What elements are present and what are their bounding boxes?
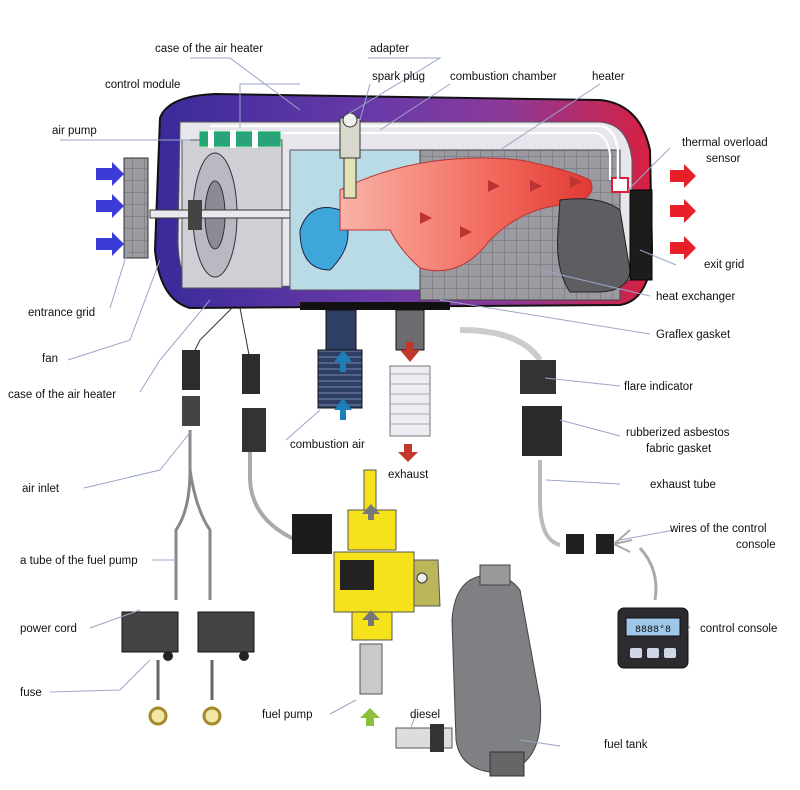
label-case-of-air-heater-top: case of the air heater [155,43,263,55]
connector-block [292,514,332,554]
label-thermal-overload-1: thermal overload [682,137,768,149]
exit-arrows [670,164,696,260]
right-cables [459,327,658,601]
label-case-of-air-heater-bottom: case of the air heater [8,389,116,401]
label-power-cord: power cord [20,623,77,635]
fan [149,152,331,278]
thermal-sensor [611,177,629,193]
left-cables [174,307,297,600]
label-spark-plug: spark plug [372,71,425,83]
internal-flow-arrows [420,176,582,238]
exhaust-bellows [389,309,431,462]
heater-pipe [210,124,620,180]
label-rubberized-asbestos-1: rubberized asbestos [626,427,730,439]
label-adapter: adapter [370,43,409,55]
label-wires-of-control-2: console [736,539,776,551]
label-fuse: fuse [20,687,42,699]
control-console: 8888°8 [617,607,689,669]
label-exhaust: exhaust [388,469,429,481]
label-exit-grid: exit grid [704,259,744,271]
fuel-tank [451,564,542,777]
label-fan: fan [42,353,58,365]
label-air-inlet: air inlet [22,483,60,495]
exit-grid [629,189,653,281]
labels: case of the air heater adapter control m… [8,43,777,751]
label-graflex-gasket: Graflex gasket [656,329,731,341]
intake-arrows [96,162,124,256]
label-entrance-grid: entrance grid [28,307,95,319]
fuses [121,611,255,726]
label-air-pump: air pump [52,125,97,137]
label-rubberized-asbestos-2: fabric gasket [646,443,712,455]
label-combustion-chamber: combustion chamber [450,71,557,83]
label-fuel-pump: fuel pump [262,709,313,721]
label-exhaust-tube: exhaust tube [650,479,716,491]
control-module-board [199,131,281,147]
entrance-grid [123,157,149,259]
label-fuel-tank: fuel tank [604,739,648,751]
label-combustion-air: combustion air [290,439,365,451]
label-heat-exchanger: heat exchanger [656,291,735,303]
label-heater: heater [592,71,625,83]
leader-lines [49,57,691,747]
fuel-pump [333,469,453,752]
combustion-air-inlet [317,309,363,420]
label-fuel-pump-tube: a tube of the fuel pump [20,555,138,567]
heat-exchanger [557,198,631,293]
console-display: 8888°8 [635,624,671,636]
spark-plug [339,112,361,199]
label-wires-of-control-1: wires of the control [669,523,767,535]
label-control-module: control module [105,79,180,91]
label-diesel: diesel [410,709,440,721]
label-control-console: control console [700,623,777,635]
label-thermal-overload-2: sensor [706,153,741,165]
label-flare-indicator: flare indicator [624,381,693,393]
heater-body [123,92,654,310]
